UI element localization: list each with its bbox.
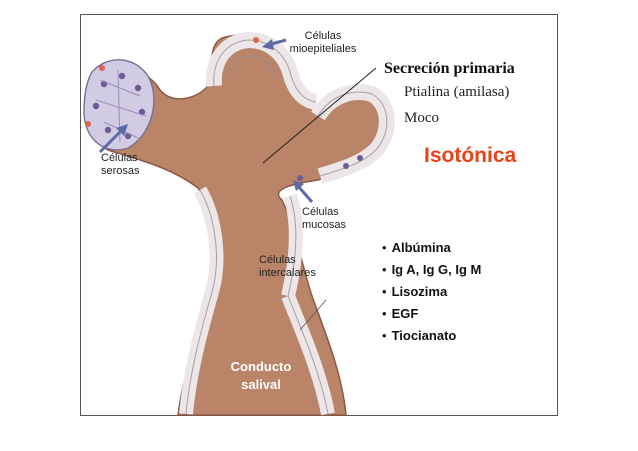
secretion-pointer	[262, 67, 377, 164]
secretion-item-mucus: Moco	[404, 110, 439, 126]
myoepithelial-cell	[253, 37, 259, 43]
label-myoepithelial-cells: Células mioepiteliales	[289, 30, 357, 55]
secretion-title: Secreción primaria	[384, 60, 515, 77]
label-intercalated-cells: Células intercalares	[259, 254, 316, 279]
label-mucous-cells: Células mucosas	[302, 206, 347, 231]
duct-pointer	[299, 299, 327, 331]
component-immunoglobulins: Ig A, Ig G, Ig M	[382, 259, 482, 281]
secretion-item-ptyalin: Ptialina (amilasa)	[404, 84, 510, 100]
component-egf: EGF	[382, 303, 481, 325]
component-albumin: Albúmina	[382, 237, 481, 259]
tonicity-label: Isotónica	[424, 144, 517, 167]
mucous-acinus-right	[297, 84, 395, 184]
arrow-mucous	[293, 180, 314, 203]
label-serous-cells: Células serosas	[101, 152, 140, 177]
duct-wall	[179, 186, 335, 416]
component-thiocyanate: Tiocianato	[382, 325, 481, 347]
label-salivary-duct: Conducto salival	[230, 359, 292, 392]
arrow-serous	[98, 124, 128, 154]
arrow-myoepithelial	[262, 38, 287, 50]
component-lysozyme: Lisozima	[382, 281, 481, 303]
serous-acinus	[83, 59, 155, 151]
components-list: Albúmina Ig A, Ig G, Ig M Lisozima EGF T…	[382, 237, 482, 347]
